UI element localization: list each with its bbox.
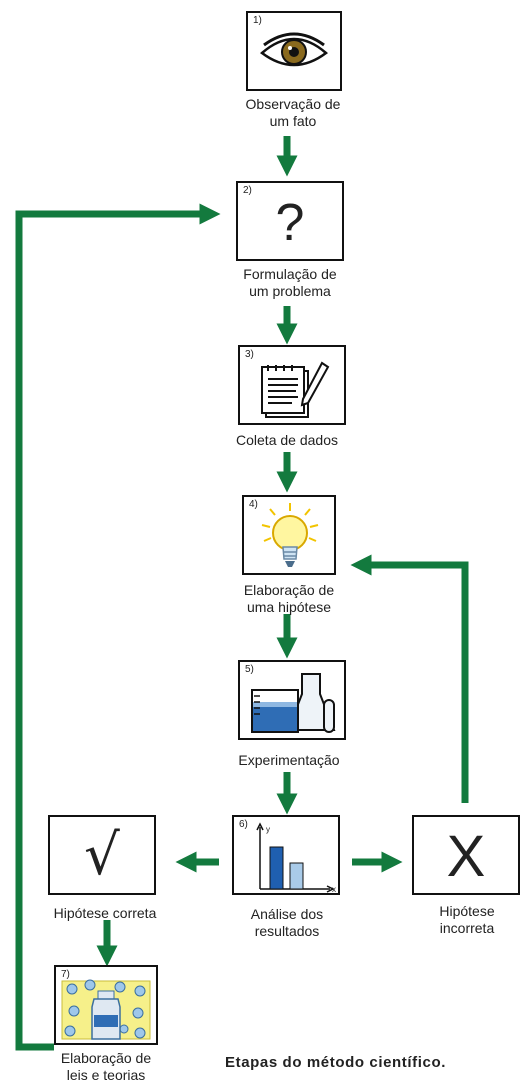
x-mark-icon: X [446, 824, 486, 889]
step-5-box: 5) [238, 660, 346, 740]
bar-light [289, 862, 304, 890]
step-7-label: Elaboração de leis e teorias [60, 1050, 152, 1083]
correct-hypothesis-label: Hipótese correta [53, 905, 157, 921]
bar-graph-icon [256, 822, 335, 893]
step-6-label: Análise dos resultados [250, 906, 324, 939]
step-4-label: Elaboração de uma hipótese [243, 582, 335, 615]
step-5-number: 5) [245, 664, 254, 675]
step-1-label: Observação de um fato [245, 96, 341, 129]
axis-y-label: y [266, 825, 270, 834]
step-7-box: 7) [54, 965, 158, 1045]
check-root-icon: √ [84, 823, 120, 888]
step-1-box: 1) [246, 11, 342, 91]
incorrect-hypothesis-label: Hipótese incorreta [439, 903, 495, 936]
incorrect-hypothesis-box: X [412, 815, 520, 895]
lightbulb-icon [261, 503, 319, 567]
lab-glassware-icon [251, 673, 336, 733]
axis-x-label: x [332, 885, 336, 894]
figure-caption: Etapas do método científico. [225, 1054, 446, 1071]
step-2-box: 2) ? [236, 181, 344, 261]
step-7-number: 7) [61, 969, 70, 980]
question-mark-icon: ? [275, 194, 305, 252]
arrow-7-to-2 [15, 203, 221, 1051]
step-2-number: 2) [243, 185, 252, 196]
molecules-bottle-icon [61, 979, 151, 1040]
notepad-pen-icon [261, 361, 330, 418]
eye-icon [260, 32, 328, 67]
correct-hypothesis-box: √ [48, 815, 156, 895]
step-3-label: Coleta de dados [236, 432, 338, 448]
step-4-box: 4) [242, 495, 336, 575]
step-2-label: Formulação de um problema [243, 266, 337, 299]
step-3-box: 3) [238, 345, 346, 425]
step-4-number: 4) [249, 499, 258, 510]
step-6-box: 6) y x [232, 815, 340, 895]
bar-dark [269, 846, 284, 890]
step-6-number: 6) [239, 819, 248, 830]
arrow-incorrect-to-4 [350, 554, 469, 803]
step-3-number: 3) [245, 349, 254, 360]
step-5-label: Experimentação [238, 752, 340, 768]
step-1-number: 1) [253, 15, 262, 26]
